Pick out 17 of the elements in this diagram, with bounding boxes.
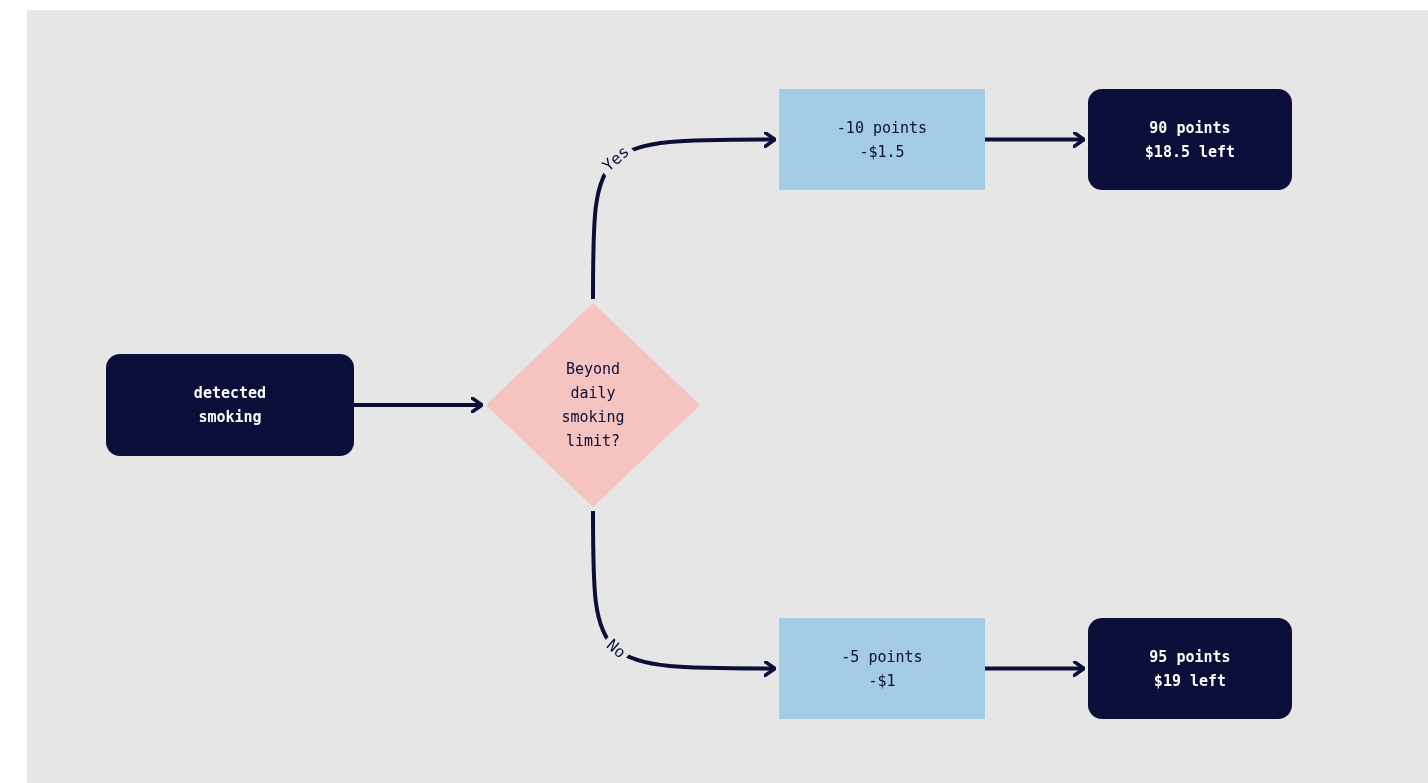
process-box bbox=[106, 354, 354, 456]
arrow bbox=[985, 130, 1086, 149]
decision-diamond bbox=[486, 303, 700, 507]
arrow bbox=[591, 130, 777, 299]
process-box bbox=[779, 89, 985, 190]
node-text: 90 points $18.5 left bbox=[1143, 117, 1237, 163]
process-box bbox=[779, 618, 985, 719]
arrow bbox=[591, 511, 777, 678]
node-text: -5 points -$1 bbox=[840, 646, 924, 692]
node-text: Beyond daily smoking limit? bbox=[560, 359, 626, 452]
process-box bbox=[1088, 618, 1292, 719]
node-text: 95 points $19 left bbox=[1148, 646, 1232, 692]
node-text: detected smoking bbox=[192, 383, 268, 428]
process-box bbox=[1088, 89, 1292, 190]
arrow bbox=[354, 396, 484, 414]
node-text: -10 points -$1.5 bbox=[835, 117, 929, 163]
arrow bbox=[985, 659, 1086, 678]
